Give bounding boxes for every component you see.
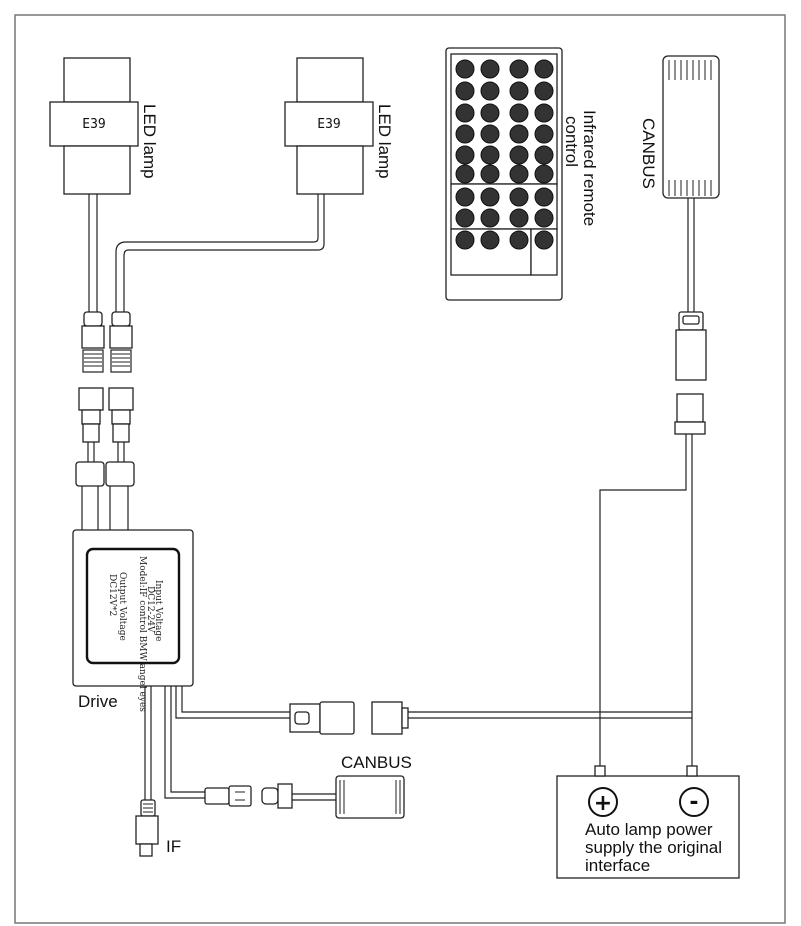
lamp-left-socket: E39 — [82, 117, 105, 132]
remote-label-line2: control — [562, 116, 581, 167]
remote-label-line1: Infrared remote — [580, 110, 599, 226]
drive-label: Drive — [78, 692, 118, 711]
remote-button — [455, 59, 475, 79]
lamp-right-label: LED lamp — [375, 104, 394, 179]
remote-button — [534, 208, 554, 228]
remote-button — [455, 230, 475, 250]
power-line1: Auto lamp power — [585, 820, 713, 839]
remote-button — [480, 103, 500, 123]
plus-terminal-icon: + — [594, 791, 612, 816]
remote-button — [480, 145, 500, 165]
diagram-frame — [14, 14, 786, 924]
lamp-right-socket: E39 — [317, 117, 340, 132]
canbus-bottom-label: CANBUS — [341, 753, 412, 772]
remote-button — [534, 230, 554, 250]
power-wires — [175, 434, 693, 766]
if-label: IF — [166, 837, 181, 856]
infrared-remote — [445, 47, 563, 301]
power-line3: interface — [585, 856, 650, 875]
remote-button — [455, 145, 475, 165]
remote-button — [480, 164, 500, 184]
remote-button — [455, 81, 475, 101]
remote-button — [455, 164, 475, 184]
remote-button — [509, 59, 529, 79]
remote-button — [509, 164, 529, 184]
remote-buttons — [455, 59, 554, 250]
power-line2: supply the original — [585, 838, 722, 857]
remote-button — [480, 187, 500, 207]
drive-sticker-line2: Input Voltage — [153, 580, 163, 641]
led-lamp-left: E39 — [49, 57, 139, 195]
drive-sticker-line5: DC12V*2 — [107, 574, 117, 616]
minus-terminal-icon: - — [689, 790, 698, 815]
drive-sticker-line3: DC12-24V — [145, 586, 155, 633]
remote-button — [534, 164, 554, 184]
remote-button — [534, 145, 554, 165]
remote-button — [455, 103, 475, 123]
remote-button — [509, 208, 529, 228]
drive-sticker-line4: Output Voltage — [117, 572, 127, 641]
remote-button — [480, 81, 500, 101]
lamp-left-label: LED lamp — [140, 104, 159, 179]
power-supply-box: + - Auto lamp power supply the original … — [556, 765, 740, 879]
remote-button — [509, 81, 529, 101]
remote-button — [480, 208, 500, 228]
canbus-top-module — [662, 55, 720, 435]
remote-button — [509, 230, 529, 250]
remote-button — [455, 208, 475, 228]
remote-button — [455, 187, 475, 207]
canbus-bottom-module — [204, 775, 405, 819]
canbus-top-label: CANBUS — [639, 118, 658, 189]
if-connector — [135, 799, 159, 857]
harness-connector — [289, 701, 409, 735]
remote-button — [509, 124, 529, 144]
lamp-cables — [88, 194, 325, 312]
remote-button — [480, 230, 500, 250]
led-lamp-right: E39 — [284, 57, 374, 195]
remote-button — [534, 187, 554, 207]
remote-button — [509, 187, 529, 207]
remote-button — [455, 124, 475, 144]
remote-button — [480, 124, 500, 144]
drive-connectors-female — [75, 387, 135, 530]
remote-button — [534, 103, 554, 123]
remote-button — [509, 103, 529, 123]
drive-sticker-line1: Model:IF control BMW angel eyes — [137, 556, 147, 712]
remote-button — [534, 59, 554, 79]
remote-button — [534, 124, 554, 144]
remote-button — [480, 59, 500, 79]
remote-button — [509, 145, 529, 165]
lamp-connectors-male — [81, 311, 133, 373]
drive-unit: Model:IF control BMW angel eyes Input Vo… — [72, 529, 205, 800]
remote-button — [534, 81, 554, 101]
